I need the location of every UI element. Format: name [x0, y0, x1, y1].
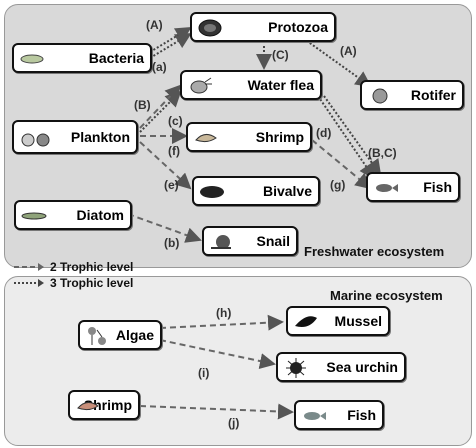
diatom-icon — [21, 212, 47, 220]
node-mussel: Mussel — [286, 306, 390, 336]
marine-ecosystem-label: Marine ecosystem — [330, 288, 443, 303]
node-bivalve: Bivalve — [192, 176, 320, 206]
node-shrimp: Shrimp — [186, 122, 312, 152]
node-label: Mussel — [334, 313, 382, 329]
legend-2-trophic: 2 Trophic level — [14, 260, 133, 274]
dashed-arrow-icon — [14, 263, 44, 271]
node-marine-fish: Fish — [294, 400, 384, 430]
edge-label-c: (c) — [168, 114, 183, 128]
edge-label-i: (i) — [198, 366, 210, 380]
node-label: Bivalve — [262, 183, 312, 199]
snail-icon — [211, 235, 231, 249]
fish-icon — [376, 184, 398, 192]
bacteria-icon — [20, 54, 44, 64]
node-rotifer: Rotifer — [360, 80, 464, 110]
node-fish: Fish — [366, 172, 460, 202]
node-algae: Algae — [78, 320, 162, 350]
edge-label-f: (f) — [168, 144, 180, 158]
node-label: Water flea — [247, 77, 314, 93]
edge-label-C: (C) — [272, 48, 289, 62]
edge-label-e: (e) — [164, 178, 179, 192]
node-sea-urchin: Sea urchin — [276, 352, 406, 382]
legend-label: 3 Trophic level — [50, 276, 134, 290]
fish-icon — [304, 412, 326, 420]
bivalve-icon — [200, 186, 224, 198]
edge-label-B: (B) — [134, 98, 151, 112]
node-label: Diatom — [76, 207, 124, 223]
node-snail: Snail — [202, 226, 298, 256]
edge-label-A2: (A) — [340, 44, 357, 58]
water-flea-icon — [190, 77, 212, 94]
edge-label-A1: (A) — [146, 18, 163, 32]
edge-label-b: (b) — [164, 236, 180, 250]
protozoa-icon — [198, 19, 222, 37]
freshwater-ecosystem-label: Freshwater ecosystem — [304, 244, 445, 259]
mussel-icon — [295, 316, 317, 327]
edge-label-d: (d) — [316, 126, 332, 140]
edge-label-j: (j) — [228, 416, 240, 430]
edge-label-h: (h) — [216, 306, 232, 320]
node-label: Protozoa — [268, 19, 328, 35]
node-label: Rotifer — [410, 87, 456, 103]
rotifer-icon — [372, 88, 388, 104]
edge-label-g: (g) — [330, 178, 346, 192]
legend-label: 2 Trophic level — [50, 260, 134, 274]
node-water-flea: Water flea — [180, 70, 322, 100]
shrimp-icon — [77, 402, 99, 411]
node-bacteria: Bacteria — [12, 43, 152, 73]
node-diatom: Diatom — [14, 200, 132, 230]
plankton-icon — [21, 133, 50, 147]
node-label: Sea urchin — [326, 359, 398, 375]
node-label: Fish — [347, 407, 376, 423]
sea-urchin-icon — [286, 358, 306, 378]
node-marine-shrimp: Shrimp — [68, 390, 140, 420]
node-label: Shrimp — [255, 129, 304, 145]
algae-icon — [88, 327, 106, 345]
legend-3-trophic: 3 Trophic level — [14, 276, 133, 290]
dotted-arrow-icon — [14, 279, 44, 287]
node-label: Plankton — [70, 129, 130, 145]
node-label: Algae — [115, 327, 154, 343]
node-label: Shrimp — [83, 397, 132, 413]
node-label: Bacteria — [88, 50, 144, 66]
node-label: Fish — [423, 179, 452, 195]
edge-label-BC: (B,C) — [368, 146, 397, 160]
shrimp-icon — [195, 134, 217, 143]
edge-label-a: (a) — [152, 60, 167, 74]
node-protozoa: Protozoa — [190, 12, 336, 42]
node-label: Snail — [256, 233, 290, 249]
node-plankton: Plankton — [12, 120, 138, 154]
